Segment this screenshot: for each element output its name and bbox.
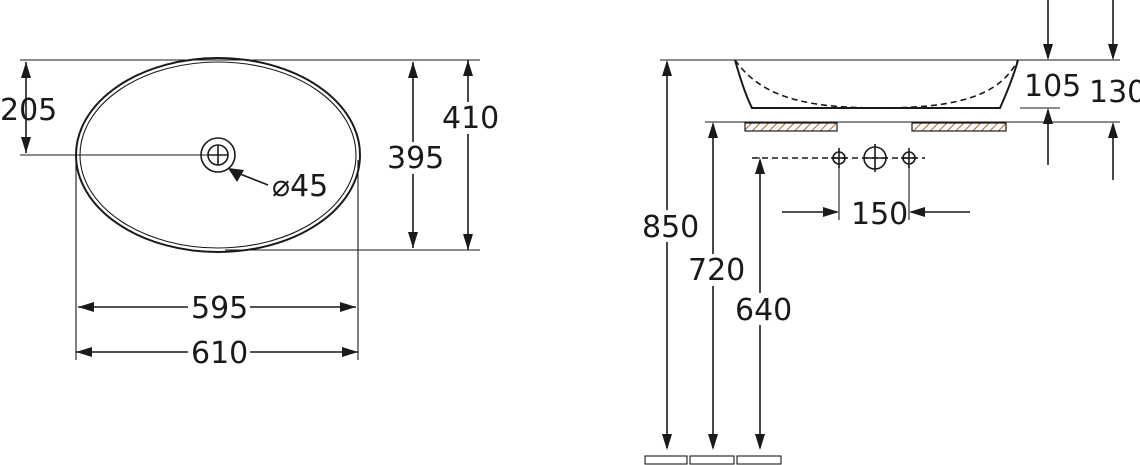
taphole-right-icon <box>901 148 917 168</box>
dim-610-label: 610 <box>191 336 248 371</box>
basin-inner-profile <box>734 59 1019 109</box>
drain-leader-arrow <box>228 168 244 182</box>
floor-block-3 <box>736 455 782 465</box>
plan-view: ⌀45 205 395 410 595 610 <box>0 57 500 371</box>
drain-diameter-label: ⌀45 <box>272 169 328 204</box>
drain-icon <box>200 137 236 173</box>
dim-395-label: 395 <box>387 141 444 176</box>
taphole-center-icon <box>862 144 888 172</box>
dim-205-label: 205 <box>0 93 57 128</box>
countertop-section-right <box>911 122 1007 132</box>
dim-640-label: 640 <box>735 293 792 328</box>
dim-595-label: 595 <box>191 291 248 326</box>
dim-105-label: 105 <box>1024 69 1081 104</box>
dim-410-label: 410 <box>442 101 499 136</box>
side-view: 150 105 130 850 720 640 <box>640 0 1140 465</box>
dim-720-label: 720 <box>688 253 745 288</box>
floor-block-2 <box>689 455 735 465</box>
taphole-left-icon <box>831 148 847 168</box>
dim-150-label: 150 <box>851 197 908 232</box>
floor-block-1 <box>644 455 688 465</box>
dim-850-label: 850 <box>642 210 699 245</box>
basin-outer-profile <box>734 59 1019 109</box>
countertop-section-left <box>744 122 838 132</box>
dim-130-label: 130 <box>1089 75 1140 110</box>
